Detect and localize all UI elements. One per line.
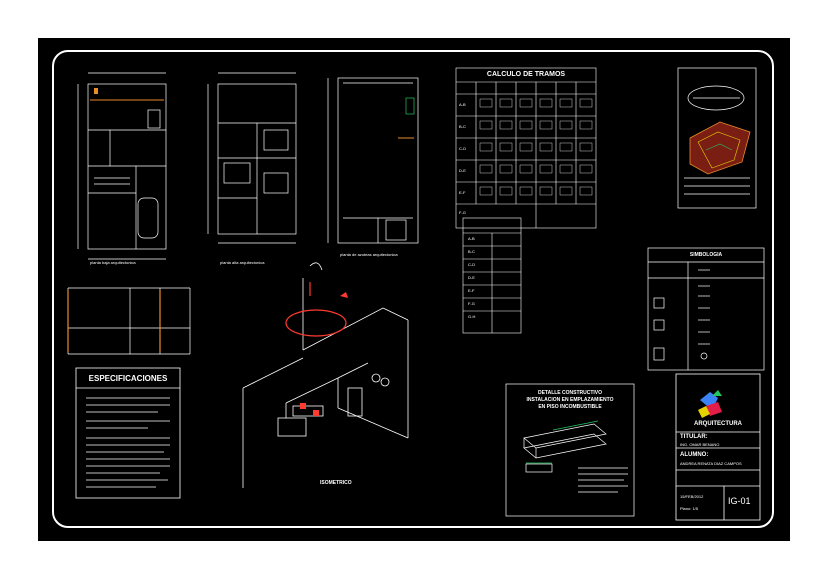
calculo-row-label: E-F: [459, 190, 466, 195]
section-drawing: [67, 287, 191, 355]
small-table-row: C-D: [468, 262, 476, 267]
especificaciones-box: [75, 367, 181, 499]
ground-floor-label: planta baja arquitectonica: [90, 260, 136, 265]
detalle-box: [505, 383, 635, 517]
sheet-number: Plano: 1/5: [680, 506, 699, 511]
small-table-row: A-B: [468, 236, 475, 241]
calculo-row-label: D-E: [459, 168, 466, 173]
cad-linework: [67, 67, 765, 521]
cad-viewport[interactable]: planta baja arquitectonica planta alta a…: [38, 38, 790, 541]
roof-plan-label: planta de azoteas arquitectonica: [340, 252, 398, 257]
site-plan-graphic: [689, 121, 751, 175]
calculo-row-label: C-D: [459, 146, 467, 151]
red-valve: [300, 403, 306, 409]
small-table-row: G-H: [468, 314, 476, 319]
simbologia-title: SIMBOLOGIA: [689, 252, 723, 258]
title-block: [675, 373, 761, 521]
school-logo: [698, 390, 722, 418]
small-table-row: F-G: [468, 301, 475, 306]
upper-floor-label: planta alta arquitectonica: [220, 260, 265, 265]
ground-floor-marker: [94, 88, 98, 94]
drawing-code: IG-01: [728, 496, 751, 506]
calculo-row-label: B-C: [459, 124, 466, 129]
titular-name: ING. OMAR BENANO: [680, 442, 720, 447]
school-name: ARQUITECTURA: [694, 421, 742, 427]
key-plan-box: [677, 67, 757, 209]
alumno-label: ALUMNO:: [680, 452, 709, 458]
roof-green-element: [405, 97, 415, 115]
ground-floor-plan: [77, 72, 167, 260]
calculo-cells: [479, 98, 593, 196]
detalle-line-2: INSTALACION EN EMPLAZAMIENTO: [526, 397, 614, 403]
calculo-title: CALCULO DE TRAMOS: [486, 71, 566, 78]
small-table-row: B-C: [468, 249, 475, 254]
especificaciones-title: ESPECIFICACIONES: [88, 374, 168, 383]
calculo-row-label: A-B: [459, 102, 466, 107]
plot-date: 15/FEB/2012: [680, 494, 704, 499]
calculo-row-label: F-G: [459, 210, 466, 215]
small-table-row: D-E: [468, 275, 475, 280]
isometric-piping: [242, 262, 409, 488]
isometric-title: ISOMETRICO: [320, 480, 352, 486]
sheet-border-frame: [52, 50, 774, 528]
small-table: [462, 217, 522, 334]
detalle-line-1: DETALLE CONSTRUCTIVO: [537, 390, 603, 396]
meter-highlight: [285, 309, 347, 337]
small-table-row: E-F: [468, 288, 475, 293]
titular-label: TITULAR:: [680, 434, 708, 440]
simbologia-box: [647, 247, 765, 371]
upper-floor-plan: [207, 72, 297, 244]
roof-plan: [327, 77, 419, 244]
calculo-table: [455, 67, 597, 229]
detalle-line-3: EN PISO INCOMBUSTIBLE: [538, 404, 602, 410]
alumno-name: ANDREA RENATA DIAZ CAMPOS: [680, 461, 742, 466]
